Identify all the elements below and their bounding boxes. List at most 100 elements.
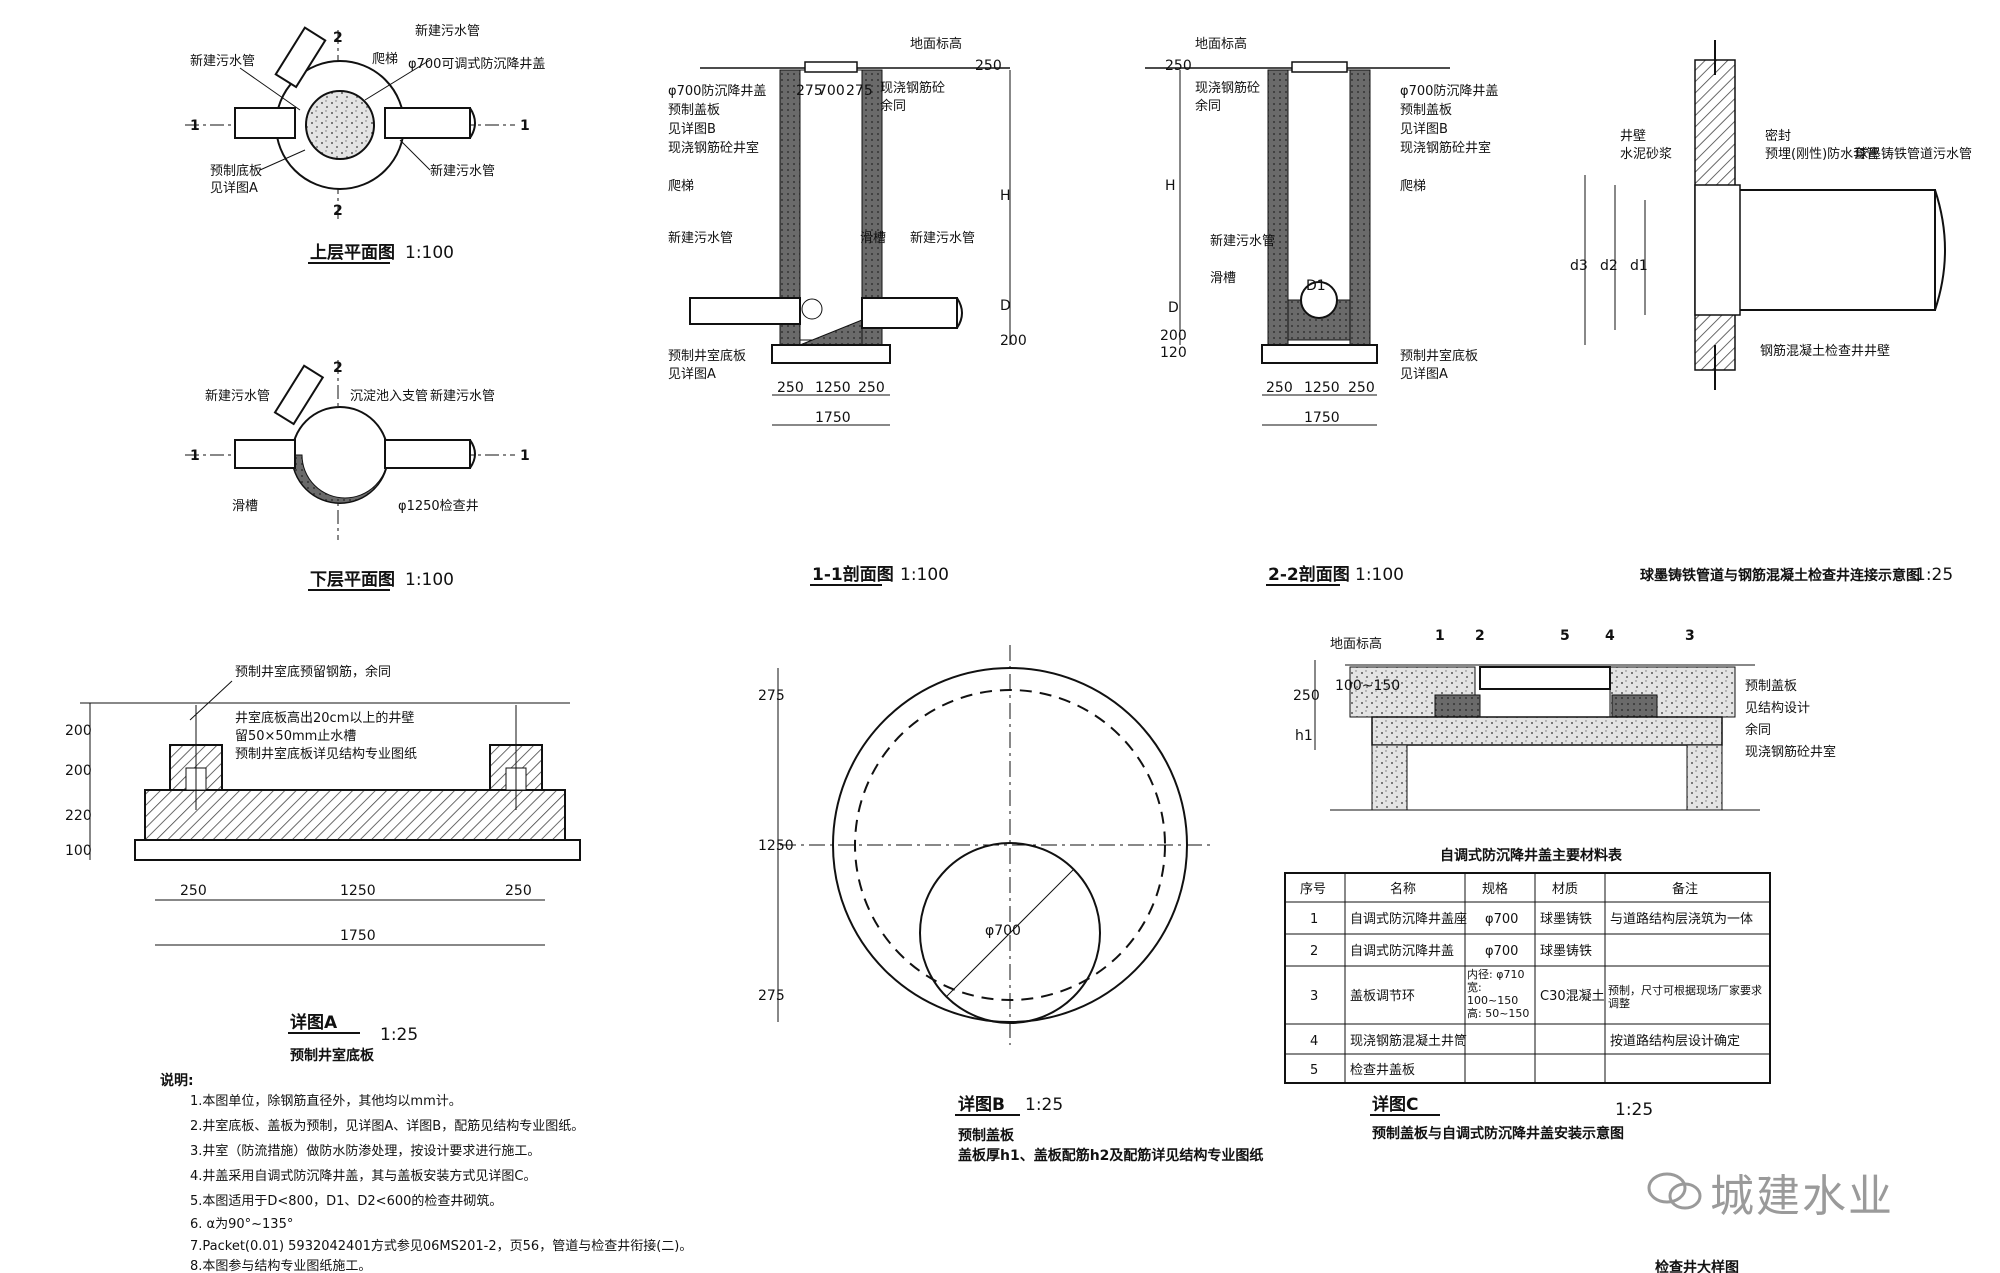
upper-plan-title: 上层平面图 [310, 243, 395, 263]
section-mark-1-left: 1 [190, 118, 200, 134]
detail-c-label-precast: 预制盖板 [1745, 679, 1797, 694]
detail-b-title: 详图B [958, 1094, 1005, 1115]
detail-c-dim-100-150: 100~150 [1335, 678, 1400, 694]
lower-label-chute: 滑槽 [232, 499, 258, 514]
wechat-icon [1647, 1172, 1702, 1210]
detail-a-dim-250b: 250 [505, 883, 532, 899]
upper-label-manhole-cover: φ700可调式防沉降井盖 [408, 56, 545, 72]
table-header-remark: 备注 [1672, 881, 1698, 897]
detail-a-title: 详图A [290, 1012, 338, 1033]
pipe-detail-title: 球墨铸铁管道与钢筋混凝土检查井连接示意图 [1640, 567, 1920, 584]
section2-left-label-1: 现浇钢筋砼 [1195, 80, 1260, 96]
detail-c-num-1: 1 [1435, 628, 1445, 644]
detail-a: 200 200 220 100 250 1250 250 1750 预制井室底预… [65, 664, 581, 1064]
watermark-text: 城建水业 [1710, 1171, 1894, 1222]
table-header-spec: 规格 [1482, 881, 1508, 897]
detail-a-dim-200b: 200 [65, 763, 92, 779]
note-item: 8.本图参与结构专业图纸施工。 [190, 1258, 371, 1273]
detail-a-dim-100: 100 [65, 843, 92, 859]
section2-dim-200: 200 [1160, 328, 1187, 344]
detail-a-scale: 1:25 [380, 1025, 418, 1045]
note-item: 5.本图适用于D<800，D1、D2<600的检查井砌筑。 [190, 1193, 502, 1209]
section1-title: 1-1剖面图 [812, 564, 894, 585]
pipe-detail-label-mortar: 水泥砂浆 [1620, 147, 1672, 162]
section2-scale: 1:100 [1355, 565, 1404, 585]
detail-c-dim-250: 250 [1293, 688, 1320, 704]
section2-right-label-6: 见详图A [1400, 367, 1448, 382]
section1-right-label-0: 地面标高 [910, 36, 962, 52]
pipe-detail-label-ductile-pipe: 球墨铸铁管道污水管 [1855, 146, 1972, 162]
section1-dim-275a: 275 [796, 83, 823, 99]
table-cell: 现浇钢筋混凝土井筒 [1350, 1033, 1467, 1049]
section1-dim-200: 200 [1000, 333, 1027, 349]
upper-plan-view: 1 1 2 2 新建污水管 新建污水管 爬梯 φ700可调式防沉降井盖 预制底板… [185, 23, 545, 264]
lower-section-mark-2-top: 2 [333, 360, 343, 376]
detail-a-dim-220: 220 [65, 808, 92, 824]
section2-left-label-0: 地面标高 [1195, 36, 1247, 52]
detail-b-note: 盖板厚h1、盖板配筋h2及配筋详见结构专业图纸 [958, 1147, 1263, 1164]
detail-b-dim-275-top: 275 [758, 688, 785, 704]
section1-dim-275b: 275 [846, 83, 873, 99]
upper-label-new-pipe-c: 新建污水管 [430, 163, 495, 179]
section1-dim-D: D [1000, 298, 1011, 314]
notes-heading: 说明: [160, 1072, 194, 1089]
table-cell: 4 [1310, 1034, 1318, 1049]
table-cell: 与道路结构层浇筑为一体 [1610, 911, 1753, 927]
lower-plan-scale: 1:100 [405, 570, 454, 590]
lower-plan-title: 下层平面图 [310, 570, 395, 590]
section1-left-label-2: 见详图B [668, 122, 716, 137]
detail-c-title: 详图C [1372, 1094, 1418, 1115]
pipe-detail-label-sleeve: 预埋(刚性)防水套管 [1765, 146, 1879, 162]
table-cell-spec-multiline: 内径: φ710 宽: 100~150 高: 50~150 [1467, 968, 1529, 1020]
table-cell: φ700 [1485, 944, 1518, 959]
upper-plan-scale: 1:100 [405, 243, 454, 263]
note-item: 7.Packet(0.01) 5932042401方式参见06MS201-2，页… [190, 1238, 692, 1254]
section2-right-label-0: φ700防沉降井盖 [1400, 83, 1498, 99]
pipe-detail-label-wall-rc: 钢筋混凝土检查井井壁 [1760, 343, 1890, 359]
detail-c: 250 100~150 h1 1 2 5 4 3 地面标高 预制盖板 见结构设计… [1293, 628, 1836, 811]
section1-right-label-4: 新建污水管 [910, 230, 975, 246]
detail-b-dim-275-bottom: 275 [758, 988, 785, 1004]
detail-c-num-4: 4 [1605, 628, 1615, 644]
section2-dim-D: D [1168, 300, 1179, 316]
detail-c-scale: 1:25 [1615, 1100, 1653, 1120]
section-1-1-view: 250 H D 200 275 700 275 250 1250 250 175… [668, 36, 1027, 586]
section1-dim-250-top: 250 [975, 58, 1002, 74]
pipe-detail-dim-d2: d2 [1600, 258, 1618, 274]
detail-c-num-3: 3 [1685, 628, 1695, 644]
section1-left-label-6: 预制井室底板 [668, 348, 746, 364]
lower-label-manhole-1250: φ1250检查井 [398, 499, 479, 514]
detail-a-label-1: 井室底板高出20cm以上的井壁 [235, 710, 414, 726]
upper-label-see-detail-a: 见详图A [210, 181, 258, 196]
detail-b: 275 1250 275 φ700 详图B 1:25 预制盖板 盖板厚h1、盖板… [758, 645, 1263, 1164]
table-cell: 3 [1310, 989, 1318, 1004]
detail-b-subtitle: 预制盖板 [958, 1127, 1015, 1144]
section2-dim-H: H [1165, 178, 1176, 194]
section1-left-label-3: 现浇钢筋砼井室 [668, 140, 759, 156]
section-2-2-view: 250 H D 200 120 D1 250 1250 250 1750 地面标… [1145, 36, 1498, 586]
note-item: 6. α为90°~135° [190, 1217, 293, 1232]
section2-dim-120: 120 [1160, 345, 1187, 361]
detail-a-label-2: 留50×50mm止水槽 [235, 729, 356, 744]
section1-left-label-1: 预制盖板 [668, 103, 720, 118]
note-item: 4.井盖采用自调式防沉降井盖，其与盖板安装方式见详图C。 [190, 1168, 536, 1184]
section2-dim-1250: 1250 [1304, 380, 1340, 396]
note-item: 3.井室（防流措施）做防水防渗处理，按设计要求进行施工。 [190, 1143, 540, 1159]
table-cell: 检查井盖板 [1350, 1063, 1415, 1078]
lower-plan-view: 1 1 2 新建污水管 沉淀池入支管 新建污水管 滑槽 φ1250检查井 下层平… [185, 360, 530, 591]
detail-a-subtitle: 预制井室底板 [290, 1047, 375, 1064]
section2-dim-250: 250 [1165, 58, 1192, 74]
pipe-wall-detail: d3 d2 d1 井壁 水泥砂浆 密封 预埋(刚性)防水套管 球墨铸铁管道污水管… [1570, 40, 1972, 585]
table-cell-remark-multiline: 预制，尺寸可根据现场厂家要求调整 [1608, 984, 1762, 1010]
section1-scale: 1:100 [900, 565, 949, 585]
section1-right-label-2: 余同 [880, 98, 906, 114]
detail-a-dim-200a: 200 [65, 723, 92, 739]
section2-dim-250a: 250 [1266, 380, 1293, 396]
lower-label-new-pipe-b: 新建污水管 [430, 388, 495, 404]
table-header-material: 材质 [1552, 882, 1578, 897]
section1-left-label-7: 见详图A [668, 367, 716, 382]
table-cell: 按道路结构层设计确定 [1610, 1033, 1740, 1049]
table-cell: 2 [1310, 944, 1318, 959]
detail-b-dim-1250: 1250 [758, 838, 794, 854]
